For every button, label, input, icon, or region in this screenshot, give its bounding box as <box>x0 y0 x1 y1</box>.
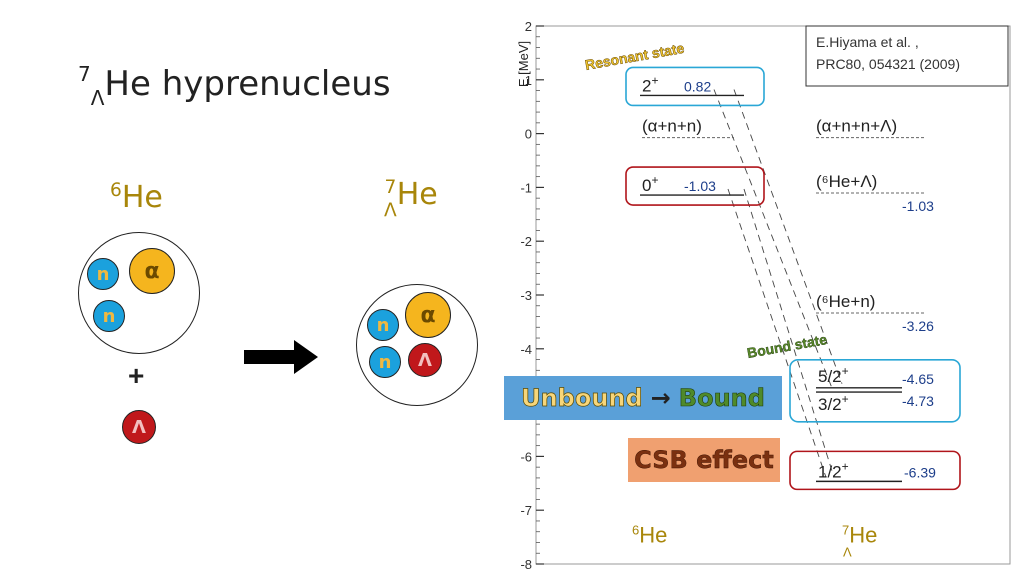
level-1half-spin: 1/2+ <box>818 459 849 481</box>
y-tick-label: -7 <box>520 503 532 518</box>
correlation-dashed-line <box>743 188 835 478</box>
column-label: 7He <box>842 522 877 547</box>
threshold-label: (α+n+n) <box>642 117 702 136</box>
y-axis-label: E [MeV] <box>516 41 531 87</box>
alpha-particle-2: α <box>405 292 451 338</box>
lambda-particle-2: Λ <box>408 343 442 377</box>
y-tick-label: 1 <box>525 73 532 88</box>
threshold-label: (⁶He+n) <box>816 292 875 311</box>
correlation-dashed-line <box>727 188 827 478</box>
level-2plus-value: 0.82 <box>684 78 711 94</box>
neutron-2: n <box>93 300 125 332</box>
threshold-label: (⁶He+Λ) <box>816 172 877 191</box>
column-label: 6He <box>632 522 667 547</box>
level-0plus-spin: 0+ <box>642 173 658 195</box>
y-tick-label: 2 <box>525 19 532 34</box>
y-tick-label: -1 <box>520 180 532 195</box>
y-tick-label: 0 <box>525 127 532 142</box>
y-tick-label: -3 <box>520 288 532 303</box>
page-title: 7ΛHe hyprenucleus <box>78 62 391 110</box>
y-tick-label: -6 <box>520 449 532 464</box>
y-tick-label: -2 <box>520 234 532 249</box>
energy-level-chart: 210-1-2-3-4-5-6-7-8E [MeV]E.Hiyama et al… <box>516 19 1011 572</box>
correlation-dashed-line <box>713 89 833 389</box>
y-tick-label: -4 <box>520 342 532 357</box>
level-1half-value: -6.39 <box>904 464 936 480</box>
he7-label: 7 Λ He <box>384 177 438 221</box>
column-label-lambda: Λ <box>843 544 852 559</box>
ground-state-box <box>625 166 765 206</box>
reference-line: E.Hiyama et al. , <box>816 34 919 50</box>
right-arrow-icon <box>244 340 318 374</box>
chart-frame <box>535 25 1011 565</box>
hyper-ground-box <box>789 450 961 491</box>
threshold-label: (α+n+n+Λ) <box>816 117 897 136</box>
level-5half-spin: 5/2+ <box>818 364 849 386</box>
neutron-3: n <box>367 309 399 341</box>
level-0plus-value: -1.03 <box>684 178 716 194</box>
alpha-particle: α <box>129 248 175 294</box>
he6-nucleus <box>78 232 200 354</box>
lambda-particle: Λ <box>122 410 156 444</box>
reference-line: PRC80, 054321 (2009) <box>816 56 960 72</box>
y-tick-label: -8 <box>520 557 532 572</box>
correlation-dashed-line <box>733 89 843 384</box>
level-3half-value: -4.73 <box>902 393 934 409</box>
neutron-4: n <box>369 346 401 378</box>
level-3half-spin: 3/2+ <box>818 392 849 414</box>
threshold-value: -3.26 <box>902 318 934 334</box>
reference-box <box>805 25 1009 87</box>
csb-effect-banner: CSB effect <box>628 438 780 482</box>
unbound-to-bound-banner: Unbound→Bound <box>504 376 782 420</box>
level-2plus-spin: 2+ <box>642 73 658 95</box>
he6-label: 6He <box>110 180 163 215</box>
threshold-value: -1.03 <box>902 198 934 214</box>
bound-state-label: Bound state <box>746 331 829 361</box>
level-5half-value: -4.65 <box>902 371 934 387</box>
plus-sign: + <box>128 360 145 391</box>
bound-state-box <box>789 358 961 423</box>
resonant-state-box <box>625 66 765 107</box>
neutron-1: n <box>87 258 119 290</box>
